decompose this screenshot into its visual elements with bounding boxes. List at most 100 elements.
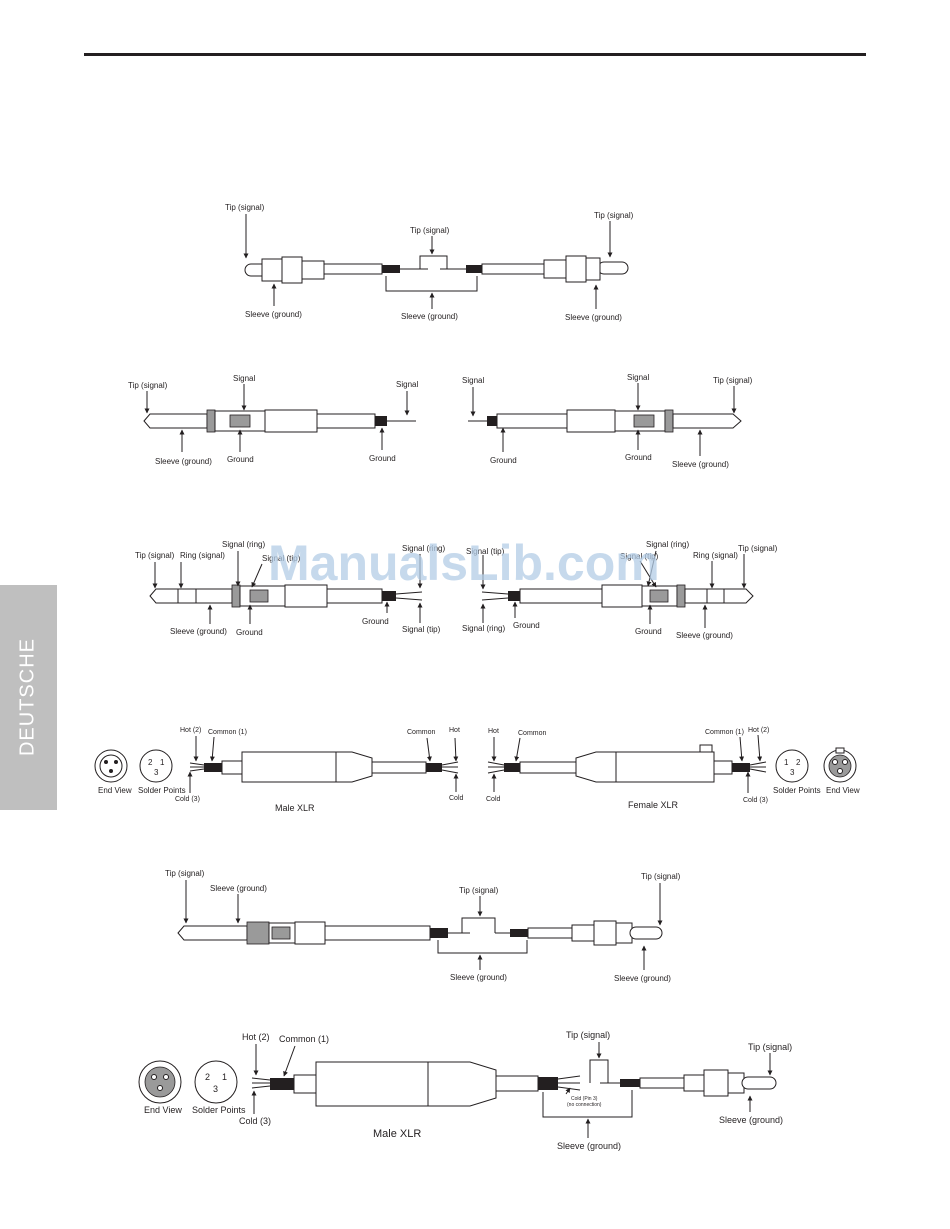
label-sleeve-ground: Sleeve (ground) <box>614 974 671 983</box>
label-solder-points: Solder Points <box>192 1105 246 1115</box>
label-signal-tip: Signal (tip) <box>466 547 505 556</box>
label-ground: Ground <box>362 617 389 626</box>
rca-plug-right-icon <box>440 255 629 283</box>
xlr-female-end-view-icon: End View <box>823 747 860 795</box>
xlr-solder-points-right-icon: 1 2 3 Solder Points <box>773 749 821 795</box>
label-signal-ring: Signal (ring) <box>462 624 505 633</box>
label-cold-pin3: Cold (Pin 3) <box>571 1096 598 1102</box>
label-signal: Signal <box>233 374 255 383</box>
label-sleeve-ground: Sleeve (ground) <box>210 884 267 893</box>
xlr-male-end-view-icon: End View <box>94 749 132 795</box>
label-sleeve-ground: Sleeve (ground) <box>245 310 302 319</box>
diagram-ts-plug-to-wire: Tip (signal) Signal Signal Sleeve (groun… <box>128 373 753 469</box>
label-common: Common <box>407 729 436 736</box>
label-tip-signal: Tip (signal) <box>459 886 499 895</box>
label-solder-points: Solder Points <box>138 786 186 795</box>
label-ground: Ground <box>513 621 540 630</box>
label-tip-signal: Tip (signal) <box>641 872 681 881</box>
pin-number: 1 <box>160 758 165 767</box>
pin-number: 3 <box>790 768 795 777</box>
ts-plug-right-icon <box>468 409 742 433</box>
label-signal-tip: Signal (tip) <box>262 554 301 563</box>
label-tip-signal: Tip (signal) <box>594 211 634 220</box>
label-signal: Signal <box>462 376 484 385</box>
label-tip-signal: Tip (signal) <box>128 381 168 390</box>
label-hot: Hot (2) <box>748 727 769 734</box>
pin-number: 3 <box>154 768 159 777</box>
label-cold: Cold <box>486 796 501 803</box>
rca-plug-icon <box>600 1069 777 1097</box>
label-cold: Cold <box>449 795 464 802</box>
label-tip-signal: Tip (signal) <box>738 544 778 553</box>
pin-number: 1 <box>222 1072 227 1082</box>
ts-plug-icon <box>177 921 470 945</box>
rca-plug-icon <box>495 920 663 946</box>
pin-number: 2 <box>148 758 153 767</box>
label-signal-ring: Signal (ring) <box>222 540 265 549</box>
top-rule <box>84 53 866 56</box>
label-common: Common (1) <box>279 1034 329 1044</box>
label-end-view: End View <box>98 786 132 795</box>
label-cold: Cold (3) <box>175 796 200 803</box>
label-ring-signal: Ring (signal) <box>693 551 738 560</box>
label-ground: Ground <box>227 455 254 464</box>
label-cold: Cold (3) <box>743 797 768 804</box>
label-ground: Ground <box>635 627 662 636</box>
label-tip-signal: Tip (signal) <box>566 1030 610 1040</box>
pin-number: 2 <box>796 758 801 767</box>
label-hot: Hot (2) <box>180 727 201 734</box>
label-signal-tip: Signal (tip) <box>402 625 441 634</box>
label-sleeve-ground: Sleeve (ground) <box>450 973 507 982</box>
diagram-trs-plug-to-wire: Tip (signal) Ring (signal) Signal (ring)… <box>135 540 778 640</box>
diagram-ts-to-rca: Tip (signal) Sleeve (ground) Tip (signal… <box>165 869 681 983</box>
label-tip-signal: Tip (signal) <box>165 869 205 878</box>
label-hot: Hot <box>488 728 499 735</box>
label-common: Common (1) <box>705 729 744 736</box>
label-male-xlr: Male XLR <box>373 1128 421 1140</box>
rca-plug-left-icon <box>244 256 428 284</box>
label-ground: Ground <box>369 454 396 463</box>
label-signal-tip: Signal (tip) <box>620 552 659 561</box>
label-signal-ring: Signal (ring) <box>402 544 445 553</box>
label-sleeve-ground: Sleeve (ground) <box>672 460 729 469</box>
pin-number: 1 <box>784 758 789 767</box>
label-cold: Cold (3) <box>239 1116 271 1126</box>
label-sleeve-ground: Sleeve (ground) <box>170 627 227 636</box>
label-sleeve-ground: Sleeve (ground) <box>719 1115 783 1125</box>
label-common: Common <box>518 730 547 737</box>
xlr-female-connector-icon: Female XLR <box>487 744 767 810</box>
label-solder-points: Solder Points <box>773 786 821 795</box>
xlr-male-connector-icon: Male XLR <box>251 1061 581 1140</box>
label-common: Common (1) <box>208 729 247 736</box>
label-signal: Signal <box>396 380 418 389</box>
diagram-xlr-male-female: End View 2 1 3 Solder Points Male XLR <box>94 727 860 813</box>
diagram-rca-to-rca: Tip (signal) Tip (signal) Tip (signal) S… <box>225 203 634 322</box>
label-no-connection: (no connection) <box>567 1102 602 1108</box>
label-sleeve-ground: Sleeve (ground) <box>401 312 458 321</box>
label-hot: Hot <box>449 727 460 734</box>
label-sleeve-ground: Sleeve (ground) <box>565 313 622 322</box>
watermark: ManualsLib.com <box>268 535 660 591</box>
xlr-solder-points-left-icon: 2 1 3 Solder Points <box>138 749 186 795</box>
xlr-male-end-view-icon: End View <box>138 1060 182 1115</box>
label-ground: Ground <box>490 456 517 465</box>
pin-number: 2 <box>205 1072 210 1082</box>
pin-number: 3 <box>213 1084 218 1094</box>
label-sleeve-ground: Sleeve (ground) <box>557 1141 621 1151</box>
label-tip-signal: Tip (signal) <box>748 1042 792 1052</box>
language-side-tab <box>0 585 57 810</box>
label-tip-signal: Tip (signal) <box>225 203 265 212</box>
label-female-xlr: Female XLR <box>628 800 679 810</box>
ts-plug-left-icon <box>143 409 416 433</box>
label-signal: Signal <box>627 373 649 382</box>
diagram-xlr-to-rca: End View 2 1 3 Solder Points Male XLR <box>138 1030 792 1151</box>
label-ground: Ground <box>625 453 652 462</box>
label-signal-ring: Signal (ring) <box>646 540 689 549</box>
label-sleeve-ground: Sleeve (ground) <box>676 631 733 640</box>
xlr-male-connector-icon: Male XLR <box>189 751 459 813</box>
label-male-xlr: Male XLR <box>275 803 315 813</box>
label-ring-signal: Ring (signal) <box>180 551 225 560</box>
label-end-view: End View <box>826 786 860 795</box>
xlr-solder-points-icon: 2 1 3 Solder Points <box>192 1060 246 1115</box>
